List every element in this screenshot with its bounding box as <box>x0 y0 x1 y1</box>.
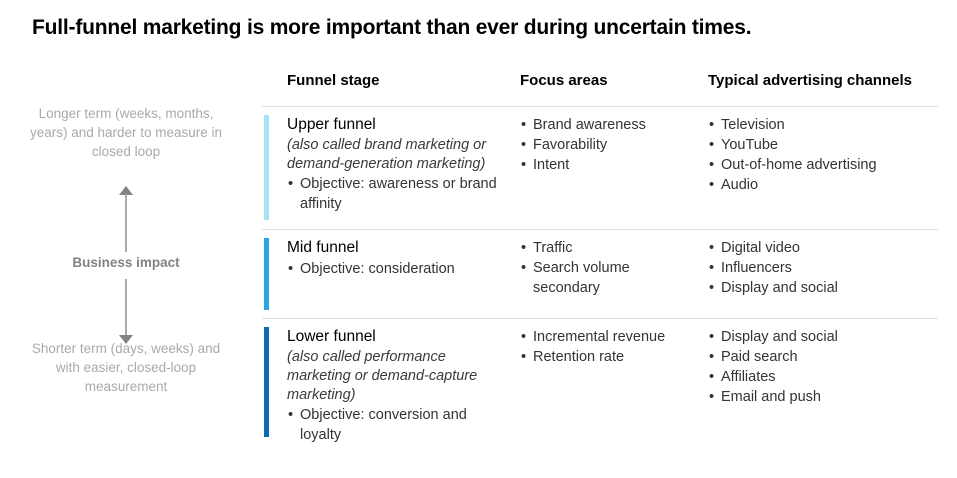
axis-bottom-caption: Shorter term (days, weeks) and with easi… <box>31 341 221 394</box>
column-header-channels: Typical advertising channels <box>708 72 912 89</box>
list-item: Audio <box>708 175 938 195</box>
list-item: Search volume secondary <box>520 258 700 298</box>
cell-focus-areas: Traffic Search volume secondary <box>520 238 700 298</box>
stage-alias: (also called brand marketing or demand-g… <box>287 137 487 172</box>
row-accent-bar <box>264 115 269 220</box>
cell-funnel-stage: Upper funnel (also called brand marketin… <box>287 115 507 214</box>
arrow-down-shaft <box>125 279 127 337</box>
list-item: Email and push <box>708 387 938 407</box>
list-item: Television <box>708 115 938 135</box>
table-row: Lower funnel (also called performance ma… <box>262 318 938 445</box>
stage-bullet-list: Objective: consideration <box>287 259 507 279</box>
arrow-down-icon <box>119 335 133 344</box>
cell-focus-areas: Brand awareness Favorability Intent <box>520 115 700 175</box>
stage-bullet-list: Objective: conversion and loyalty <box>287 405 507 445</box>
axis-top-caption: Longer term (weeks, months, years) and h… <box>29 106 223 159</box>
channel-bullet-list: Television YouTube Out-of-home advertisi… <box>708 115 938 195</box>
focus-bullet-list: Incremental revenue Retention rate <box>520 327 700 367</box>
list-item: Influencers <box>708 258 938 278</box>
arrow-up-icon <box>119 186 133 195</box>
page-title: Full-funnel marketing is more important … <box>32 16 752 39</box>
axis-label: Business impact <box>72 255 180 270</box>
funnel-table: Funnel stage Focus areas Typical adverti… <box>262 72 938 445</box>
cell-funnel-stage: Mid funnel Objective: consideration <box>287 238 507 279</box>
channel-bullet-list: Display and social Paid search Affiliate… <box>708 327 938 407</box>
stage-bullet-list: Objective: awareness or brand affinity <box>287 174 507 214</box>
list-item: Digital video <box>708 238 938 258</box>
column-header-focus-areas: Focus areas <box>520 72 608 89</box>
list-item: Out-of-home advertising <box>708 155 938 175</box>
list-item: Display and social <box>708 327 938 347</box>
list-item: Incremental revenue <box>520 327 700 347</box>
stage-name: Mid funnel <box>287 239 359 256</box>
list-item: Affiliates <box>708 367 938 387</box>
table-row: Mid funnel Objective: consideration Traf… <box>262 229 938 318</box>
table-header-row: Funnel stage Focus areas Typical adverti… <box>262 72 938 106</box>
list-item: Favorability <box>520 135 700 155</box>
cell-channels: Television YouTube Out-of-home advertisi… <box>708 115 938 195</box>
business-impact-axis: Longer term (weeks, months, years) and h… <box>22 104 230 434</box>
stage-name: Upper funnel <box>287 116 376 133</box>
list-item: Traffic <box>520 238 700 258</box>
list-item: Paid search <box>708 347 938 367</box>
list-item: Display and social <box>708 278 938 298</box>
cell-channels: Display and social Paid search Affiliate… <box>708 327 938 407</box>
list-item: Brand awareness <box>520 115 700 135</box>
focus-bullet-list: Traffic Search volume secondary <box>520 238 700 298</box>
row-accent-bar <box>264 327 269 437</box>
channel-bullet-list: Digital video Influencers Display and so… <box>708 238 938 298</box>
list-item: Objective: consideration <box>287 259 507 279</box>
arrow-up-shaft <box>125 194 127 252</box>
list-item: Objective: awareness or brand affinity <box>287 174 507 214</box>
cell-channels: Digital video Influencers Display and so… <box>708 238 938 298</box>
list-item: Retention rate <box>520 347 700 367</box>
cell-funnel-stage: Lower funnel (also called performance ma… <box>287 327 507 445</box>
focus-bullet-list: Brand awareness Favorability Intent <box>520 115 700 175</box>
list-item: Intent <box>520 155 700 175</box>
stage-name: Lower funnel <box>287 328 376 345</box>
column-header-funnel-stage: Funnel stage <box>287 72 380 89</box>
table-row: Upper funnel (also called brand marketin… <box>262 106 938 229</box>
list-item: Objective: conversion and loyalty <box>287 405 507 445</box>
list-item: YouTube <box>708 135 938 155</box>
cell-focus-areas: Incremental revenue Retention rate <box>520 327 700 367</box>
row-accent-bar <box>264 238 269 310</box>
stage-alias: (also called performance marketing or de… <box>287 349 478 403</box>
